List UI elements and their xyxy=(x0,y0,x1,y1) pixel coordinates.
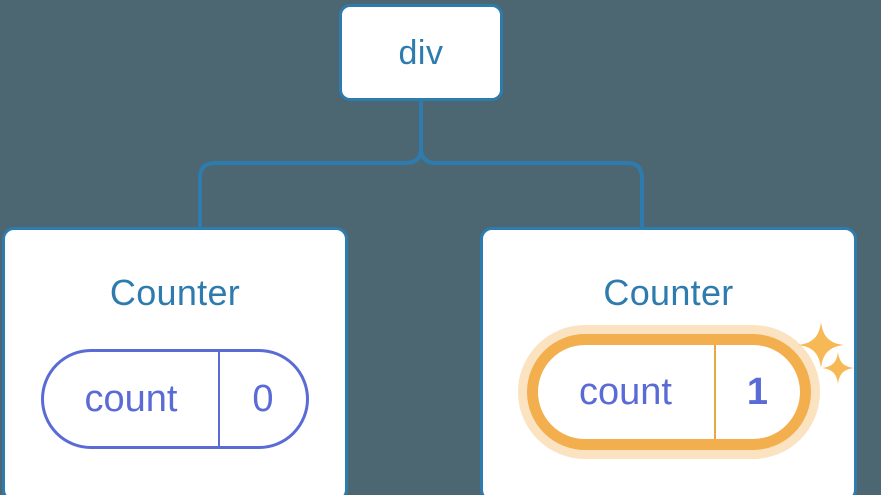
component-title: Counter xyxy=(603,272,734,313)
component-title: Counter xyxy=(109,272,241,313)
state-pill-highlighted[interactable]: count 1 xyxy=(526,334,811,450)
connector-branch-left xyxy=(198,147,423,229)
root-node-label: div xyxy=(398,33,444,72)
tree-node-root[interactable]: div xyxy=(339,4,503,101)
connector-branch-right xyxy=(419,147,644,229)
state-pill[interactable]: count 0 xyxy=(41,349,309,449)
state-key-label: count xyxy=(84,378,178,420)
state-value-label: 1 xyxy=(713,345,800,439)
state-key-label: count xyxy=(579,371,672,413)
state-pill-wrapper: count 1 xyxy=(526,334,811,450)
state-value-label: 0 xyxy=(218,352,306,446)
component-card-counter-left[interactable]: Counter count 0 xyxy=(2,227,348,495)
state-pill-wrapper: count 0 xyxy=(41,349,309,449)
component-card-counter-right[interactable]: Counter count 1 xyxy=(480,227,857,495)
